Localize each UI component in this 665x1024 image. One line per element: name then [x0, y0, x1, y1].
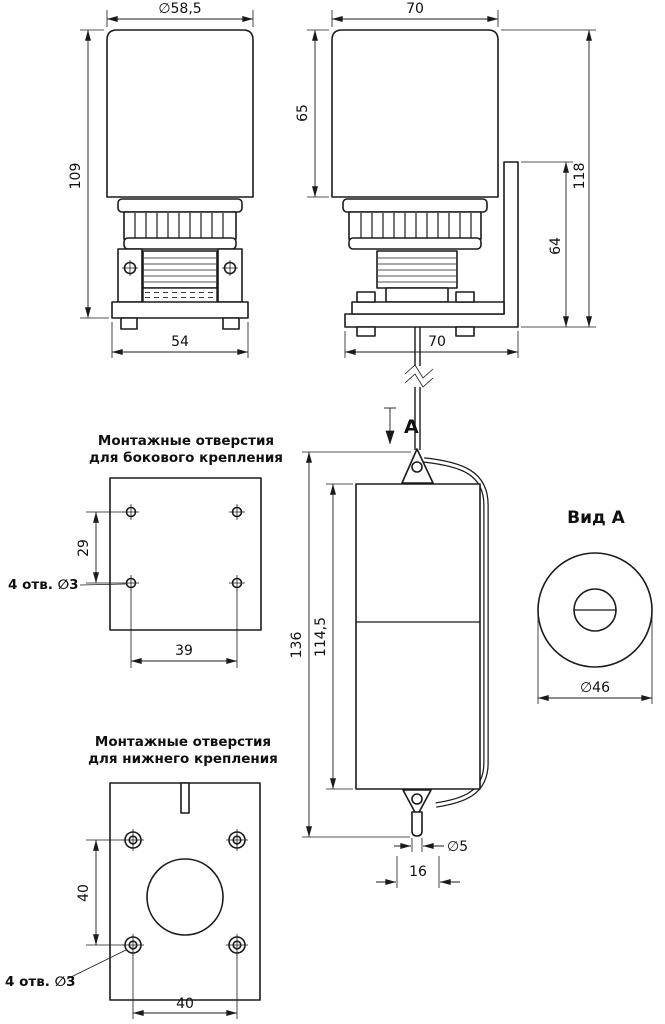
float-body-height-label: 114,5	[313, 617, 329, 657]
bottom-fitting-hole	[411, 793, 423, 805]
gland-top-flange-front	[117, 198, 243, 213]
side-base-width-label: 70	[428, 334, 446, 350]
dim-bottom-mount-h: 40	[132, 954, 238, 1019]
dim-side-mount-v: 29	[76, 511, 124, 584]
float-view: 136 114,5 ∅5 16	[289, 448, 489, 888]
float-total-height-label: 136	[289, 632, 305, 659]
dim-side-cap-height: 65	[295, 29, 329, 198]
dim-float-total-height: 136	[289, 451, 411, 838]
view-a-diameter-label: ∅46	[580, 680, 610, 696]
base-plate-front	[111, 301, 249, 319]
bottom-mount-slot	[180, 782, 190, 814]
side-mount-plate: Монтажные отверстия для бокового креплен…	[8, 433, 283, 668]
view-arrow-label: А	[404, 416, 419, 438]
bottom-mount-v-label: 40	[76, 884, 92, 902]
bottom-mount-caption-2: для нижнего крепления	[88, 751, 278, 767]
dim-side-base-width: 70	[344, 331, 519, 358]
front-base-width-label: 54	[171, 334, 189, 350]
dim-front-height: 109	[68, 29, 109, 319]
dim-bottom-mount-v: 40	[76, 839, 124, 946]
view-a: Вид А ∅46	[537, 508, 653, 704]
bottom-mount-center-hole	[146, 858, 224, 936]
side-mount-caption-2: для бокового крепления	[89, 450, 283, 466]
dim-side-top-width: 70	[331, 1, 499, 27]
side-mount-holes-note-label: 4 отв. ∅3	[8, 577, 79, 593]
view-a-title: Вид А	[567, 508, 626, 528]
front-dia-label: ∅58,5	[158, 1, 201, 17]
side-mount-caption-1: Монтажные отверстия	[98, 433, 274, 449]
cap-front	[106, 29, 254, 198]
view-direction-arrow: А	[384, 407, 419, 445]
foot-right	[222, 317, 240, 330]
dim-side-mount-h: 39	[130, 590, 238, 668]
side-mount-v-label: 29	[76, 539, 92, 557]
bolt-nut-left	[356, 326, 376, 337]
bottom-mount-plate: Монтажные отверстия для нижнего креплени…	[5, 734, 278, 1019]
cable	[404, 327, 434, 450]
gland-ribs-front	[123, 211, 237, 240]
gland-top-flange-side	[342, 198, 488, 213]
bottom-mount-holes-note-label: 4 отв. ∅3	[5, 974, 76, 990]
dim-front-base-width: 54	[111, 322, 249, 358]
side-mount-outline	[109, 477, 262, 631]
foot-left	[120, 317, 138, 330]
bolt-nut-right	[455, 326, 475, 337]
dim-fitting-width: 16	[376, 856, 460, 888]
dim-float-body-height: 114,5	[313, 483, 353, 790]
gland-ribs-side	[348, 211, 482, 240]
block-side	[385, 287, 449, 303]
dim-view-a-diameter: ∅46	[537, 614, 653, 704]
fitting-width-label: 16	[409, 864, 427, 880]
bottom-mount-h-label: 40	[176, 996, 194, 1012]
front-height-label: 109	[68, 163, 84, 190]
gland-bottom-flange-front	[123, 237, 237, 250]
side-top-width-label: 70	[406, 1, 424, 17]
side-bracket-height-label: 64	[548, 237, 564, 255]
side-mount-h-label: 39	[175, 643, 193, 659]
dim-pin-diameter: ∅5	[394, 838, 468, 855]
dim-side-total-height: 118	[501, 29, 596, 328]
bolt-head-right	[455, 291, 475, 303]
bottom-mount-holes-note: 4 отв. ∅3	[5, 949, 127, 990]
bottom-mount-caption-1: Монтажные отверстия	[95, 734, 271, 750]
bolt-head-left	[356, 291, 376, 303]
side-cap-height-label: 65	[295, 104, 311, 122]
top-hanger-hole	[411, 461, 423, 473]
spring-side	[376, 250, 458, 289]
side-mount-holes	[123, 504, 245, 591]
float-body	[355, 483, 481, 790]
dim-side-bracket-height: 64	[521, 161, 573, 328]
spring-front	[142, 250, 218, 289]
front-view: ∅58,5 109 54	[68, 1, 254, 358]
base-plate-side	[351, 301, 505, 315]
pin-diameter-label: ∅5	[447, 839, 468, 855]
dim-front-top-diameter: ∅58,5	[106, 1, 254, 27]
cap-side	[331, 29, 499, 198]
bottom-mount-holes	[122, 829, 248, 956]
gland-bottom-flange-side	[348, 237, 482, 250]
side-mount-holes-note: 4 отв. ∅3	[8, 577, 127, 593]
side-total-height-label: 118	[572, 163, 588, 190]
side-view: 70 65 118 64 70 А	[295, 1, 596, 450]
bottom-pin	[411, 811, 423, 837]
